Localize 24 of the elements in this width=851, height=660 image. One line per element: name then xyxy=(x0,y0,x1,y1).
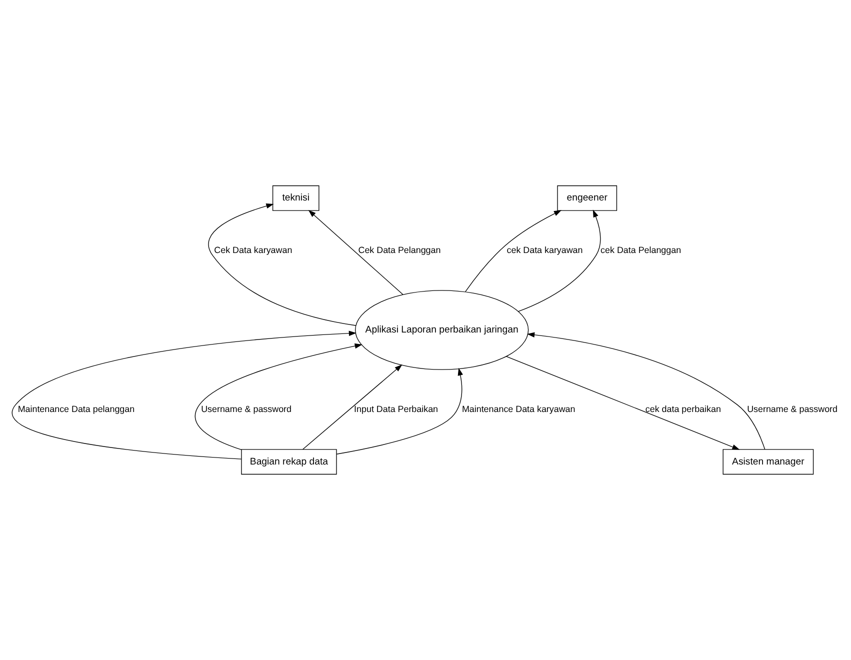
arrow xyxy=(336,368,463,454)
edge-label: Username & password xyxy=(747,404,838,414)
edge-label: Cek Data karyawan xyxy=(214,244,292,255)
edge-label: Maintenance Data karyawan xyxy=(462,404,576,414)
edge-label: cek data perbaikan xyxy=(645,404,721,414)
arrow xyxy=(194,343,362,450)
arrow xyxy=(464,210,562,292)
arrow xyxy=(12,330,356,460)
arrow xyxy=(506,356,740,450)
arrow xyxy=(518,210,601,312)
edge-label: Cek Data Pelanggan xyxy=(358,244,441,255)
arrow xyxy=(208,203,356,326)
arrow xyxy=(302,364,402,450)
node-box: teknisi xyxy=(272,185,320,211)
node-box: Asisten manager xyxy=(722,449,814,475)
edge-label: cek Data Pelanggan xyxy=(600,244,682,255)
edge-label: cek Data karyawan xyxy=(506,244,583,255)
edge-label: Username & password xyxy=(201,404,292,414)
node-box: Bagian rekap data xyxy=(241,449,337,475)
node-box: engeener xyxy=(557,185,618,211)
edge-label: Maintenance Data pelanggan xyxy=(18,404,135,414)
arrow xyxy=(308,210,404,295)
arrow xyxy=(527,332,766,450)
edge-label: Input Data Perbaikan xyxy=(354,404,438,414)
